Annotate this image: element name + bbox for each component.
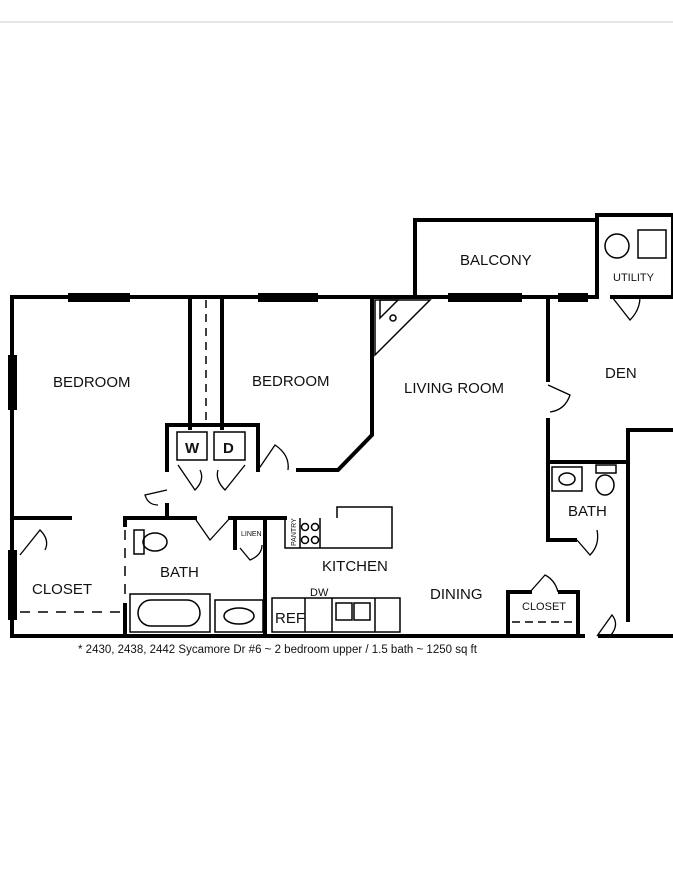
- room-label-closet-1: CLOSET: [32, 581, 92, 598]
- room-label-utility: UTILITY: [613, 272, 655, 284]
- room-label-bath-1: BATH: [160, 564, 199, 581]
- windows: [8, 293, 588, 620]
- room-label-bath-2: BATH: [568, 503, 607, 520]
- room-label-den: DEN: [605, 365, 637, 382]
- refrigerator-label: REF: [275, 610, 305, 627]
- floorplan-caption: * 2430, 2438, 2442 Sycamore Dr #6 ~ 2 be…: [78, 644, 477, 656]
- room-label-bedroom-1: BEDROOM: [53, 374, 131, 391]
- room-label-dining: DINING: [430, 586, 483, 603]
- washer-label: W: [185, 440, 200, 457]
- room-label-pantry: PANTRY: [291, 518, 298, 546]
- dryer-label: D: [223, 440, 234, 457]
- room-label-kitchen: KITCHEN: [322, 558, 388, 575]
- room-label-linen: LINEN: [241, 531, 262, 538]
- room-label-bedroom-2: BEDROOM: [252, 373, 330, 390]
- fixtures: [20, 229, 667, 633]
- room-label-living-room: LIVING ROOM: [404, 380, 504, 397]
- room-labels: BALCONY UTILITY BEDROOM BEDROOM LIVING R…: [32, 252, 655, 627]
- door-swings: [19, 296, 641, 637]
- room-label-closet-2: CLOSET: [522, 601, 566, 613]
- dishwasher-label: DW: [310, 587, 329, 599]
- room-label-balcony: BALCONY: [460, 252, 532, 269]
